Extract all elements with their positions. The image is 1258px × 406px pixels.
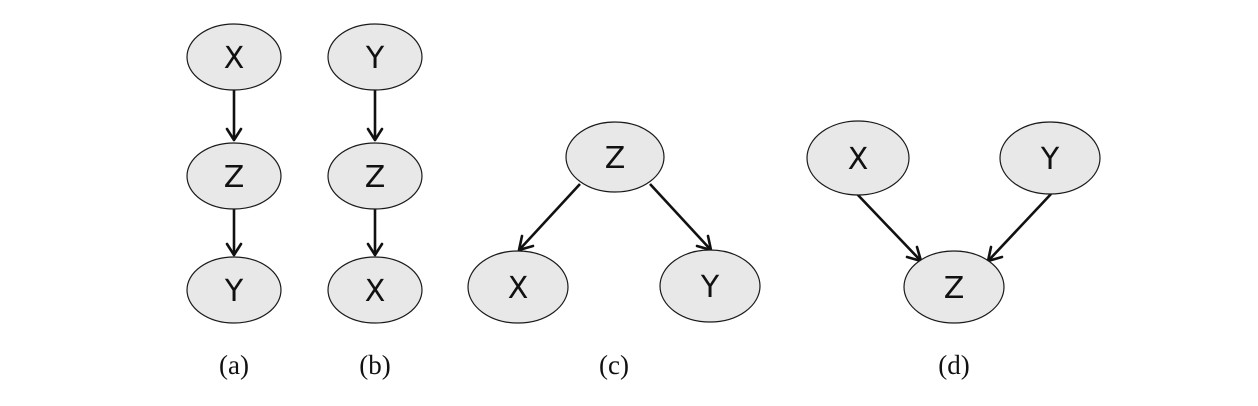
node-b-x: X — [327, 256, 423, 324]
panel-caption: (a) — [219, 350, 249, 380]
node-label: Z — [944, 271, 965, 306]
panel-caption: (c) — [599, 350, 629, 380]
node-a-x: X — [186, 23, 282, 91]
node-c-x: X — [467, 250, 569, 324]
node-d-x: X — [806, 120, 910, 196]
node-c-z: Z — [565, 121, 665, 193]
node-d-y: Y — [999, 121, 1101, 195]
edge-c-z-to-x — [517, 183, 581, 252]
node-b-y: Y — [327, 23, 423, 91]
edge-a-x-to-z — [225, 89, 243, 142]
panel-caption: (d) — [938, 350, 969, 380]
panel-c: Z X Y (c) — [467, 121, 761, 380]
edge-b-z-to-x — [366, 209, 384, 257]
panel-b: Y Z X (b) — [327, 23, 423, 380]
edge-d-y-to-z — [986, 193, 1052, 263]
edge-c-z-to-y — [649, 183, 713, 252]
node-label: Z — [365, 160, 386, 195]
node-d-z: Z — [903, 250, 1005, 324]
node-label: Y — [1040, 142, 1060, 177]
node-label: Z — [224, 160, 245, 195]
panel-caption: (b) — [359, 350, 390, 380]
node-label: Y — [700, 270, 720, 305]
node-label: X — [224, 41, 245, 76]
node-label: X — [508, 271, 529, 306]
node-b-z: Z — [327, 142, 423, 210]
node-a-z: Z — [186, 142, 282, 210]
node-label: X — [365, 274, 386, 309]
edge-b-y-to-z — [366, 89, 384, 142]
node-label: Y — [224, 274, 244, 309]
edge-d-x-to-z — [856, 193, 923, 263]
node-c-y: Y — [659, 249, 761, 323]
node-a-y: Y — [186, 256, 282, 324]
edge-a-z-to-y — [225, 209, 243, 257]
node-label: Z — [605, 141, 626, 176]
node-label: X — [848, 142, 869, 177]
panel-a: X Z Y (a) — [186, 23, 282, 380]
node-label: Y — [365, 41, 385, 76]
panel-d: X Y Z (d) — [806, 120, 1101, 380]
